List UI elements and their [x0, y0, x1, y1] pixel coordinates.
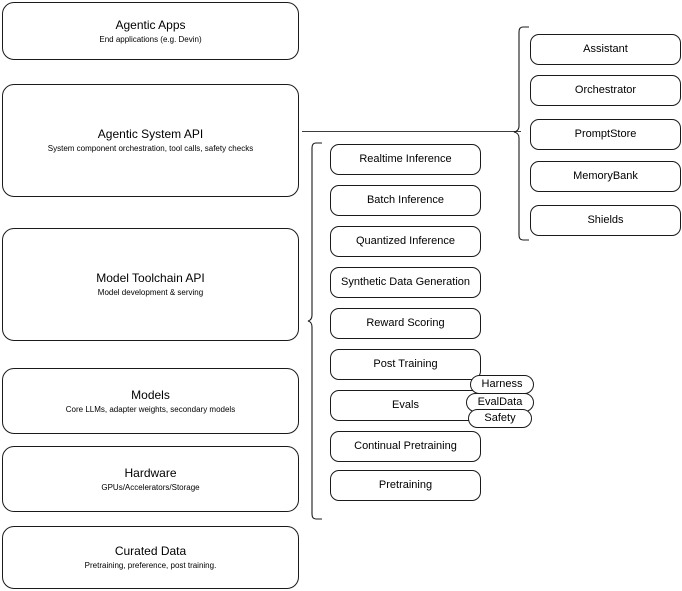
connector-system-api-to-components: [302, 131, 521, 132]
component-label: Orchestrator: [574, 84, 637, 96]
component-label: Realtime Inference: [359, 153, 452, 165]
stack-layer-subtitle: System component orchestration, tool cal…: [47, 144, 254, 153]
toolchain-component-batch-inference[interactable]: Batch Inference: [330, 185, 481, 216]
agentic-system-component-memorybank[interactable]: MemoryBank: [530, 161, 681, 192]
evals-subcomponent-harness[interactable]: Harness: [470, 375, 534, 394]
stack-layer-agentic-system-api[interactable]: Agentic System API System component orch…: [2, 84, 299, 197]
stack-layer-model-toolchain-api[interactable]: Model Toolchain API Model development & …: [2, 228, 299, 341]
stack-layer-subtitle: End applications (e.g. Devin): [99, 34, 202, 44]
component-label: Evals: [392, 399, 419, 411]
stack-layer-hardware[interactable]: Hardware GPUs/Accelerators/Storage: [2, 446, 299, 512]
component-label: Quantized Inference: [355, 235, 456, 247]
component-label: PromptStore: [574, 128, 637, 140]
toolchain-component-reward-scoring[interactable]: Reward Scoring: [330, 308, 481, 339]
component-label: Batch Inference: [366, 194, 445, 206]
component-label: Reward Scoring: [366, 317, 445, 329]
component-label: Post Training: [373, 358, 438, 370]
stack-layer-title: Models: [131, 387, 170, 402]
component-label: MemoryBank: [573, 170, 638, 182]
agentic-system-component-shields[interactable]: Shields: [530, 205, 681, 236]
toolchain-component-post-training[interactable]: Post Training: [330, 349, 481, 380]
stack-layer-title: Model Toolchain API: [96, 271, 205, 285]
stack-layer-title: Agentic System API: [97, 127, 204, 141]
subcomponent-label: Harness: [481, 378, 523, 390]
subcomponent-label: Safety: [484, 412, 516, 424]
toolchain-component-pretraining[interactable]: Pretraining: [330, 470, 481, 501]
subcomponent-label: EvalData: [477, 396, 523, 408]
component-label: Assistant: [583, 43, 628, 55]
stack-layer-agentic-apps[interactable]: Agentic Apps End applications (e.g. Devi…: [2, 2, 299, 60]
toolchain-component-realtime-inference[interactable]: Realtime Inference: [330, 144, 481, 175]
agentic-system-component-orchestrator[interactable]: Orchestrator: [530, 75, 681, 106]
component-label: Synthetic Data Generation: [340, 276, 471, 288]
stack-layer-title: Agentic Apps: [115, 17, 186, 32]
stack-layer-models[interactable]: Models Core LLMs, adapter weights, secon…: [2, 368, 299, 434]
toolchain-component-evals[interactable]: Evals: [330, 390, 481, 421]
agentic-system-component-assistant[interactable]: Assistant: [530, 34, 681, 65]
component-label: Shields: [587, 214, 624, 226]
stack-layer-title: Curated Data: [114, 544, 187, 558]
stack-layer-title: Hardware: [124, 465, 177, 480]
component-label: Continual Pretraining: [354, 440, 457, 452]
bracket-toolchain: [307, 142, 322, 520]
toolchain-component-synthetic-data-generation[interactable]: Synthetic Data Generation: [330, 267, 481, 298]
evals-subcomponent-safety[interactable]: Safety: [468, 409, 532, 428]
bracket-agentic-system: [513, 26, 529, 241]
agentic-system-component-promptstore[interactable]: PromptStore: [530, 119, 681, 150]
toolchain-component-continual-pretraining[interactable]: Continual Pretraining: [330, 431, 481, 462]
stack-layer-subtitle: Core LLMs, adapter weights, secondary mo…: [65, 404, 236, 414]
toolchain-component-quantized-inference[interactable]: Quantized Inference: [330, 226, 481, 257]
component-label: Pretraining: [378, 479, 433, 491]
stack-layer-curated-data[interactable]: Curated Data Pretraining, preference, po…: [2, 526, 299, 589]
stack-layer-subtitle: GPUs/Accelerators/Storage: [101, 482, 200, 492]
stack-layer-subtitle: Pretraining, preference, post training.: [84, 561, 217, 570]
stack-layer-subtitle: Model development & serving: [97, 288, 204, 297]
